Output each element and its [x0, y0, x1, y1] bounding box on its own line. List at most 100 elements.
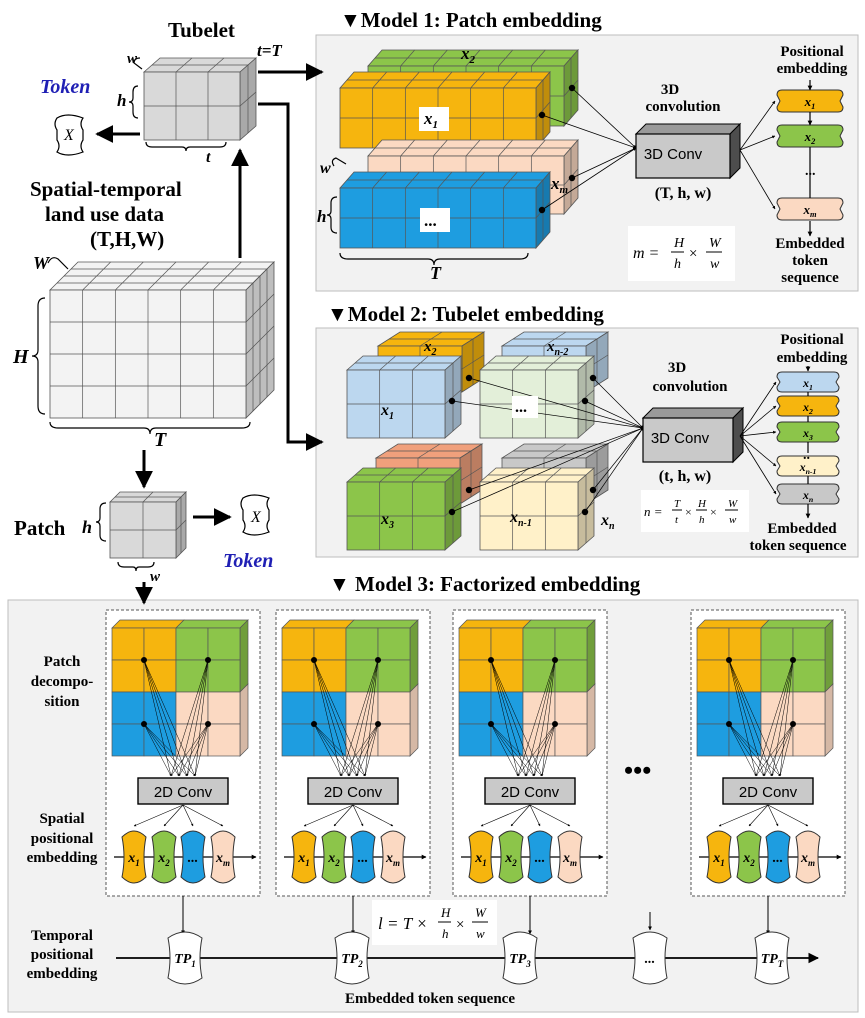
- svg-text:xn: xn: [600, 512, 615, 532]
- svg-text:x2: x2: [742, 851, 755, 868]
- tubelet-title: Tubelet: [168, 18, 235, 42]
- data-W-brace: [47, 257, 69, 270]
- m1-token-2: xm: [776, 197, 844, 221]
- model1-out-2: token: [792, 253, 828, 269]
- patch-cell: [490, 659, 524, 693]
- connector-arrow: [143, 723, 188, 777]
- patch-top-right: [345, 619, 419, 629]
- patch-top-right: [522, 619, 596, 629]
- connector-arrow: [182, 804, 194, 827]
- connector-arrow: [303, 804, 354, 827]
- connector-arrow: [529, 804, 541, 827]
- patch-side-top: [239, 619, 249, 693]
- svg-text:w: w: [729, 514, 737, 526]
- svg-text:x2: x2: [802, 400, 813, 416]
- svg-text:xm: xm: [800, 851, 815, 868]
- spatial-token-3: xm: [795, 830, 821, 884]
- svg-text:H: H: [697, 498, 707, 510]
- connector-arrow: [143, 723, 196, 777]
- patch-cell: [458, 723, 492, 757]
- patch-cell: [175, 627, 209, 661]
- tubelet-to-model2-arrow: [258, 102, 324, 451]
- patch-cell: [377, 691, 411, 725]
- svg-text:w: w: [710, 257, 720, 272]
- svg-text:x2: x2: [460, 44, 476, 66]
- svg-text:...: ...: [188, 851, 199, 866]
- spatial-token-1: x2: [498, 830, 524, 884]
- connector-arrow: [490, 723, 535, 777]
- connector-arrow: [490, 659, 535, 777]
- connector-arrow: [525, 723, 556, 777]
- model1-h-brace: [326, 196, 338, 234]
- connector-arrow: [592, 377, 644, 429]
- connector-arrow: [313, 723, 366, 777]
- model3-conv-2d: 2D Conv: [484, 777, 576, 805]
- m1-prism-yellow: [339, 70, 551, 150]
- model2-conv-label: 3D Conv: [651, 430, 710, 447]
- patch-cell: [522, 723, 556, 757]
- model2-x3-label: x3: [380, 511, 394, 531]
- patch-side-bottom: [824, 683, 834, 757]
- svg-text:x1: x1: [474, 851, 487, 868]
- connector-arrow: [541, 723, 556, 777]
- connector-arrow: [739, 381, 777, 437]
- svg-text:xn-2: xn-2: [546, 339, 568, 358]
- patch-cell: [696, 659, 730, 693]
- connector-arrow: [313, 723, 350, 777]
- patch-cell: [345, 627, 379, 661]
- temporal-token-1: TP1: [167, 931, 203, 985]
- svg-text:h: h: [699, 514, 705, 526]
- patch-cell: [313, 627, 347, 661]
- model2-xn2-label: xn-2: [546, 339, 568, 358]
- connector-arrow: [739, 100, 776, 151]
- m2-cube-x1: [345, 355, 463, 439]
- connector-arrow: [739, 435, 777, 467]
- model2-out-2: token sequence: [749, 538, 846, 554]
- svg-text:x2: x2: [157, 851, 170, 868]
- connector-arrow: [490, 723, 543, 777]
- connector-arrow: [571, 147, 637, 179]
- model1-T-label: T: [430, 263, 442, 283]
- data-title-line3: (T,H,W): [90, 227, 164, 251]
- patch-cell: [696, 723, 730, 757]
- model3-conv-label: 2D Conv: [501, 784, 560, 801]
- connector-arrow: [755, 659, 794, 777]
- model2-xn1-label: xn-1: [509, 509, 532, 529]
- connector-arrow: [571, 87, 637, 149]
- connector-arrow: [541, 147, 637, 211]
- tubelet-w-brace: [133, 57, 143, 70]
- model2-x1-label: x1: [380, 402, 394, 422]
- patch-cell: [281, 691, 315, 725]
- connector-arrow: [313, 659, 366, 777]
- patch-side-bottom: [586, 683, 596, 757]
- connector-arrow: [525, 659, 556, 777]
- connector-arrow: [541, 114, 637, 149]
- connector-arrow: [584, 427, 644, 513]
- tubelet-t-label: t: [206, 149, 211, 166]
- svg-text:n =: n =: [644, 504, 663, 519]
- model3-conv-label: 2D Conv: [324, 784, 383, 801]
- m2-token-2: x3: [776, 421, 840, 443]
- connector-arrow: [739, 435, 777, 495]
- model2-xn-label: xn: [600, 512, 615, 532]
- m2-conv-3d: [641, 406, 745, 464]
- svg-text:h: h: [442, 926, 449, 941]
- model2-tubelet-cubes: [345, 331, 644, 551]
- connector-arrow: [313, 659, 350, 777]
- patch-cell: [313, 691, 347, 725]
- connector-arrow: [728, 659, 781, 777]
- tubelet-t-brace: [145, 141, 227, 152]
- connector-arrow: [143, 723, 180, 777]
- patch-cell: [554, 659, 588, 693]
- spatial-token-0: x1: [706, 830, 732, 884]
- connector-arrow: [143, 659, 180, 777]
- patch-h-label: h: [82, 517, 92, 537]
- connector-arrow: [480, 804, 531, 827]
- connector-arrow: [170, 659, 209, 777]
- svg-text:...: ...: [358, 851, 369, 866]
- patch-cell: [207, 627, 241, 661]
- patch-token-shape: [240, 494, 270, 536]
- connector-arrow: [767, 804, 809, 827]
- svg-text:...: ...: [535, 851, 546, 866]
